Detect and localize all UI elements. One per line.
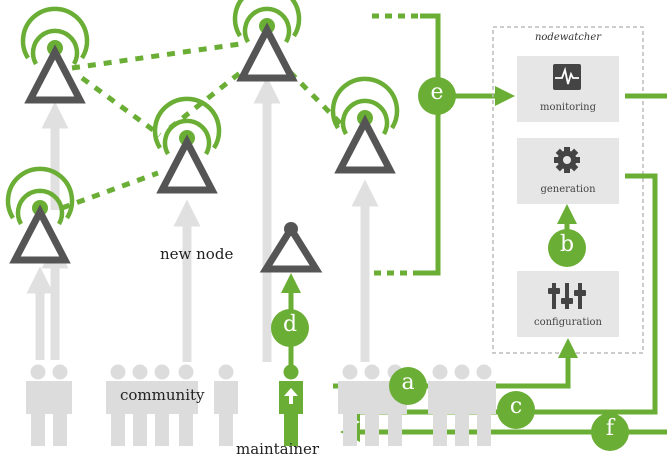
antenna-icon-2[interactable] — [235, 0, 299, 78]
maintainer-person — [279, 364, 303, 446]
badge-e: e — [430, 80, 444, 105]
antenna-icon-5[interactable] — [8, 169, 72, 260]
community-links — [26, 76, 379, 362]
gear-icon — [554, 147, 580, 173]
configuration-label: configuration — [534, 317, 602, 328]
new-node-label: new node — [160, 245, 234, 263]
maintainer-label: maintainer — [236, 440, 320, 458]
generation-label: generation — [540, 184, 596, 195]
community-label: community — [120, 386, 205, 404]
monitoring-label: monitoring — [539, 102, 596, 113]
badge-c: c — [509, 394, 523, 419]
badge-b: b — [559, 232, 575, 257]
new-node-antenna-icon[interactable] — [259, 222, 323, 273]
waveform-icon — [553, 64, 581, 90]
antenna-icon-4[interactable] — [333, 79, 397, 170]
badge-a: a — [401, 370, 415, 395]
watcher-link — [372, 13, 515, 276]
badge-f: f — [605, 416, 615, 441]
sliders-icon — [548, 283, 586, 309]
antenna-icon-1[interactable] — [23, 9, 87, 100]
badge-d: d — [282, 312, 298, 337]
nodewatcher-title: nodewatcher — [534, 32, 602, 43]
badge-circles — [271, 77, 629, 451]
